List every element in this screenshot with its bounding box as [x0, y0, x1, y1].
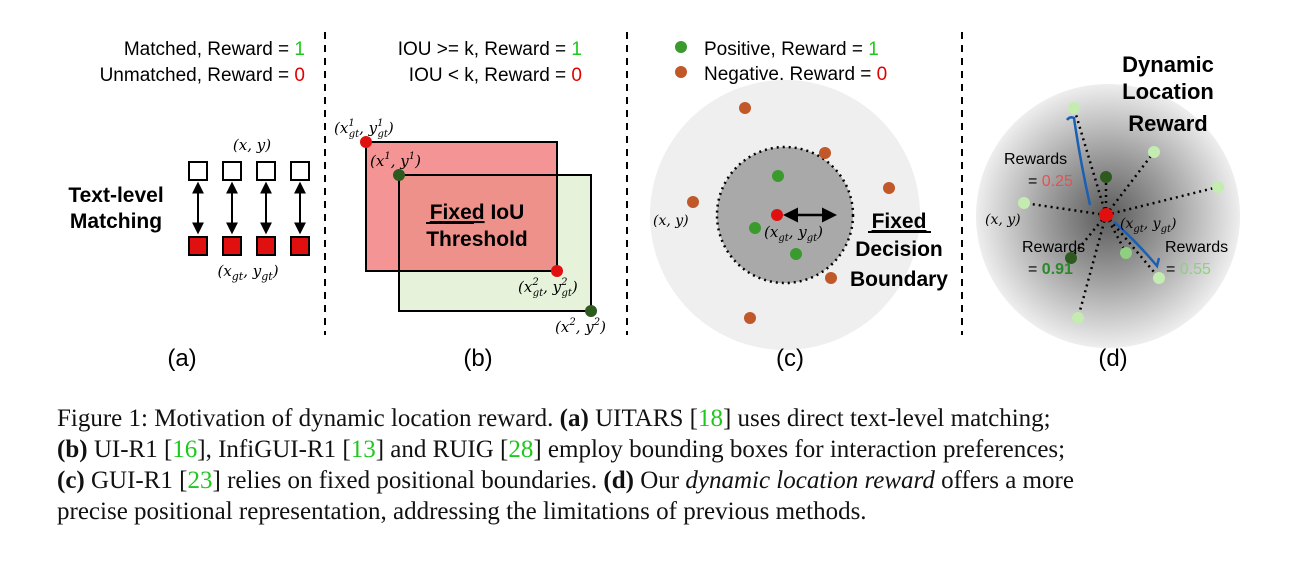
panel-a-title-line1: Text-level: [68, 184, 163, 207]
legend-negative-text: Negative, Reward = 0: [704, 64, 887, 85]
panel-b-line1: IOU >= k, Reward = 1: [398, 39, 582, 60]
panel-d-tag: (d): [1098, 345, 1127, 372]
pred-bounding-box-outline: [398, 174, 592, 312]
gt-square-1: [188, 236, 208, 256]
panel-b: IOU >= k, Reward = 1 IOU < k, Reward = 0…: [334, 39, 606, 372]
caption-line-4: precise positional representation, addre…: [57, 498, 867, 525]
panel-d: Dynamic Location Reward Rewards = 0.25 R…: [976, 52, 1240, 372]
gt-square-2: [222, 236, 242, 256]
pred-point-light: [1153, 272, 1165, 284]
negative-point: [744, 312, 756, 324]
panel-c: Positive, Reward = 1 Negative, Reward = …: [650, 39, 948, 372]
distance-rays: [1023, 107, 1219, 319]
gt-square-3: [256, 236, 276, 256]
panel-d-title-line1: Dynamic: [1122, 52, 1214, 77]
panel-d-pred-label: (x, y): [985, 212, 1021, 228]
caption-line-3: (c) GUI-R1 [23] relies on fixed position…: [57, 467, 1074, 494]
gt-point: [771, 209, 783, 221]
panel-a: Matched, Reward = 1 Unmatched, Reward = …: [68, 39, 310, 372]
legend-positive-dot: [675, 41, 687, 53]
figure-caption: Figure 1: Motivation of dynamic location…: [57, 403, 1247, 527]
panel-c-side-line3: Boundary: [850, 268, 948, 291]
citation-link[interactable]: 13: [350, 436, 376, 463]
negative-point: [825, 272, 837, 284]
pred-corner-1: [393, 169, 405, 181]
gt-corner-1: [360, 136, 372, 148]
panel-c-pred-label: (x, y): [653, 213, 689, 229]
pred-point-light: [1212, 181, 1224, 193]
rewards-a-value: = 0.25: [1028, 173, 1073, 190]
gt-corner-2: [551, 265, 563, 277]
panel-a-line1: Matched, Reward = 1: [124, 39, 305, 60]
pred-square-3: [256, 161, 276, 181]
panel-a-gt-label: (xgt, ygt): [217, 262, 278, 283]
pred-point-mid: [1120, 247, 1132, 259]
citation-link[interactable]: 16: [172, 436, 198, 463]
negative-point: [883, 182, 895, 194]
panel-b-line2: IOU < k, Reward = 0: [409, 65, 582, 86]
gt-bounding-box: [365, 141, 558, 272]
panel-a-tag: (a): [167, 345, 196, 372]
pred-point-dark: [1100, 171, 1112, 183]
citation-link[interactable]: 23: [187, 467, 213, 494]
positive-point: [749, 222, 761, 234]
pred-corner-2: [585, 305, 597, 317]
gt-square-4: [290, 236, 310, 256]
pred-point-light: [1148, 146, 1160, 158]
panel-c-side-line1: Fixed: [872, 210, 927, 233]
p1-label: (x1, y1): [370, 151, 421, 170]
pred-point-light: [1072, 312, 1084, 324]
panel-d-title-line2: Location: [1122, 79, 1214, 104]
panel-a-pred-label: (x, y): [233, 136, 271, 154]
panel-b-tag: (b): [463, 345, 492, 372]
negative-point: [687, 196, 699, 208]
citation-link[interactable]: 18: [697, 405, 723, 432]
rewards-c-label: Rewards: [1165, 239, 1228, 256]
citation-link[interactable]: 28: [508, 436, 534, 463]
pred-point-light: [1068, 102, 1080, 114]
panel-a-title-line2: Matching: [70, 210, 162, 233]
rewards-c-value: = 0.55: [1166, 261, 1211, 278]
panel-b-center-line1: Fixed IoU: [430, 201, 525, 224]
panel-c-side-line2: Decision: [855, 238, 943, 261]
caption-line-2: (b) UI-R1 [16], InfiGUI-R1 [13] and RUIG…: [57, 436, 1066, 463]
rewards-b-label: Rewards: [1022, 239, 1085, 256]
gt-point-d: [1099, 208, 1113, 222]
caption-line-1: Figure 1: Motivation of dynamic location…: [57, 405, 1051, 432]
pred-square-1: [188, 161, 208, 181]
rewards-b-value: = 0.91: [1028, 261, 1073, 278]
p2-label: (x2, y2): [555, 317, 606, 336]
pred-point-light: [1018, 197, 1030, 209]
panel-c-tag: (c): [776, 345, 804, 372]
pred-square-2: [222, 161, 242, 181]
panel-b-center-line2: Threshold: [426, 228, 528, 251]
legend-negative-dot: [675, 66, 687, 78]
rewards-a-label: Rewards: [1004, 151, 1067, 168]
distance-bracket-c: [1113, 221, 1161, 269]
figure: Matched, Reward = 1 Unmatched, Reward = …: [68, 32, 1240, 372]
positive-point: [790, 248, 802, 260]
panel-a-line2: Unmatched, Reward = 0: [100, 65, 305, 86]
negative-point: [739, 102, 751, 114]
pred-point-dark: [1065, 252, 1077, 264]
distance-bracket-a: [1066, 116, 1092, 206]
legend-positive-text: Positive, Reward = 1: [704, 39, 879, 60]
pred-square-4: [290, 161, 310, 181]
panel-d-title-line3: Reward: [1128, 111, 1207, 136]
negative-point: [819, 147, 831, 159]
positive-point: [772, 170, 784, 182]
